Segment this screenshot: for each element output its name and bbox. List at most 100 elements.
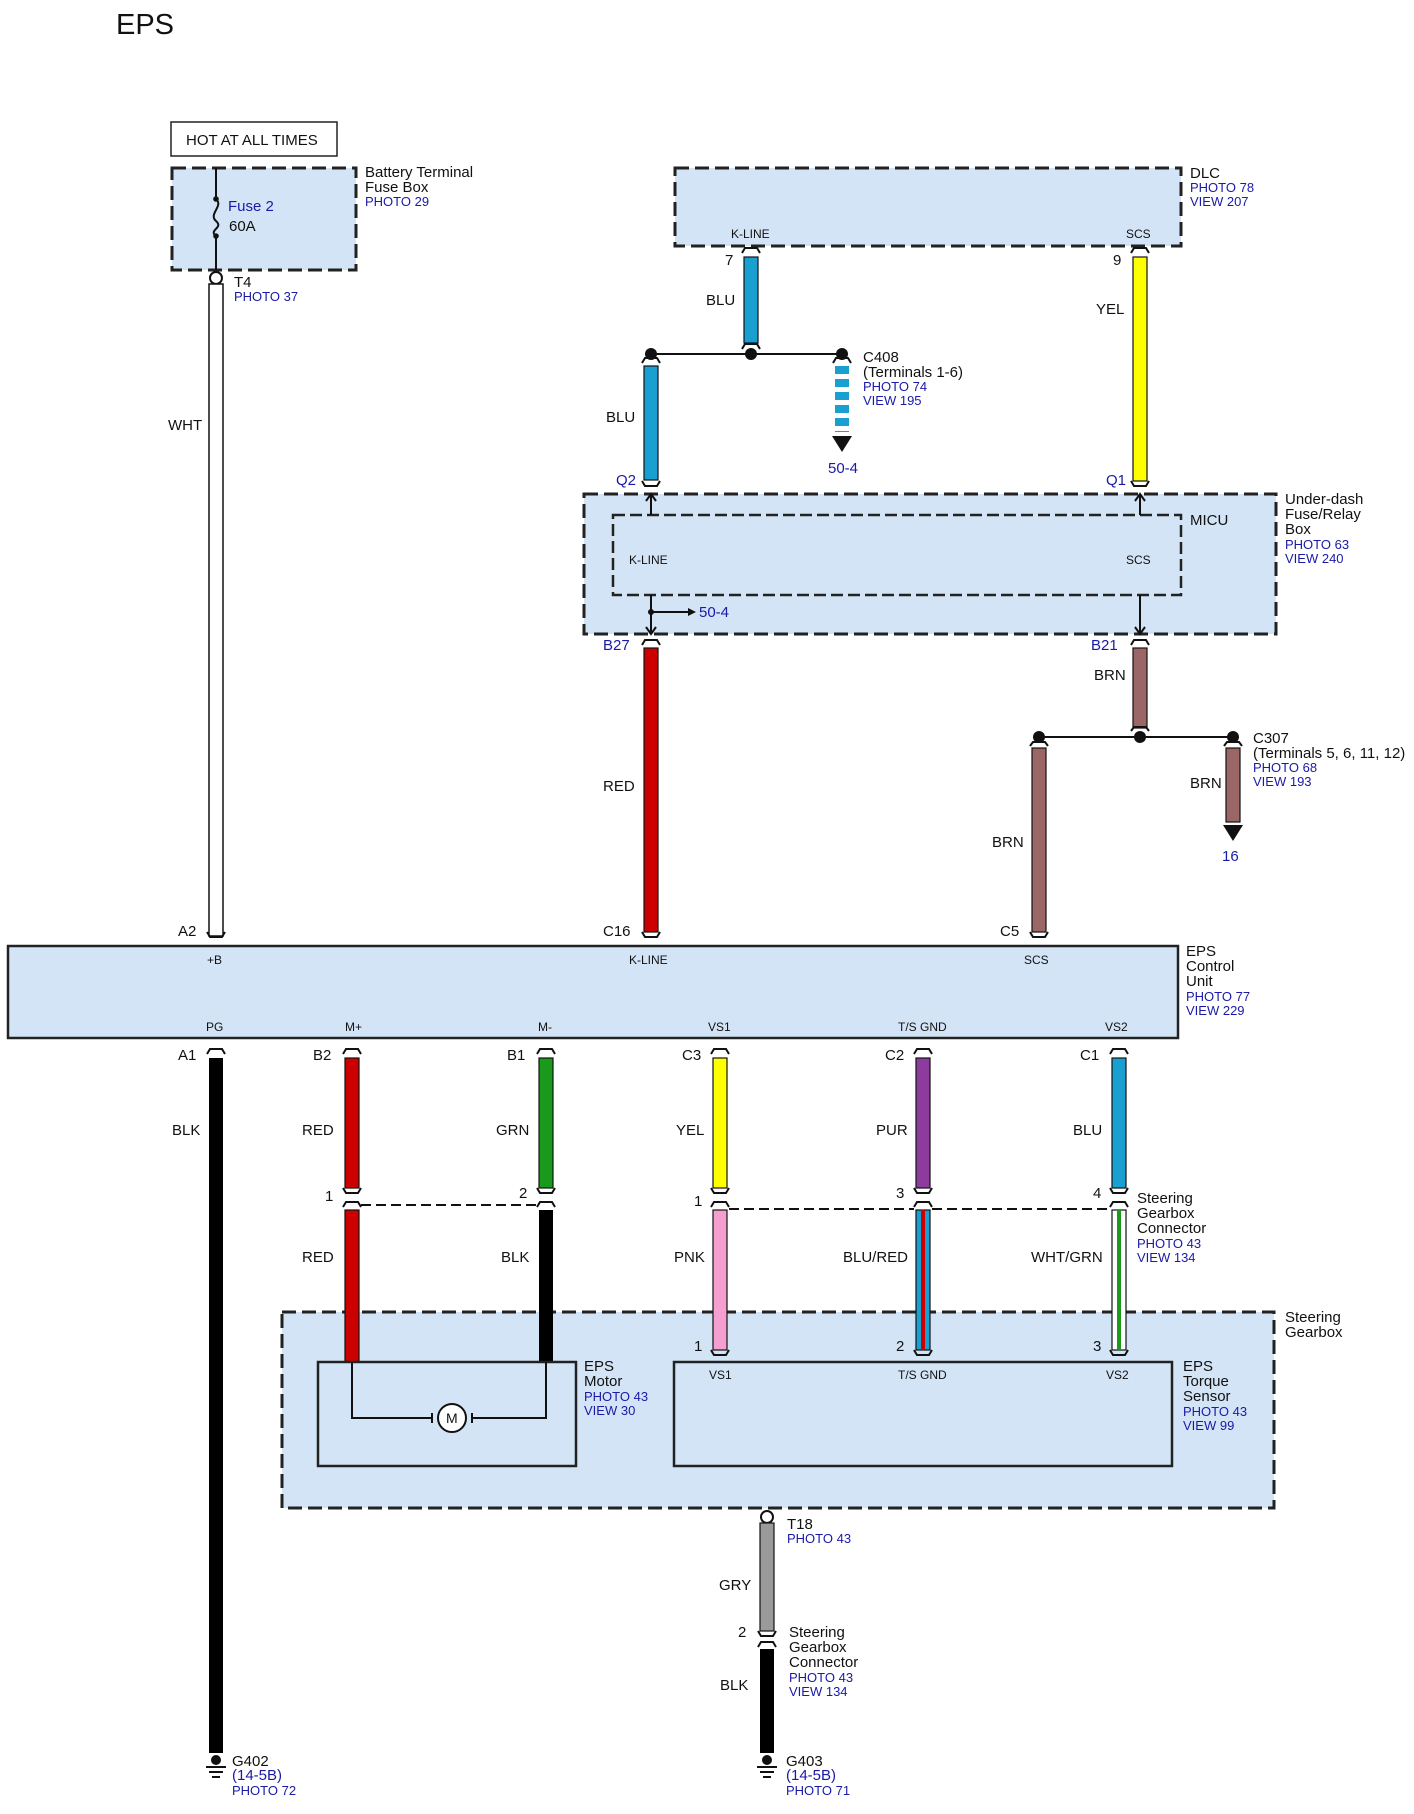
splice-dot (745, 348, 757, 360)
t18-label: T18 (787, 1516, 813, 1533)
c16-plug (641, 931, 661, 938)
dlc-pin9-socket (1130, 247, 1150, 254)
wire-red-motor (344, 1209, 360, 1363)
t18-terminal (760, 1510, 774, 1524)
c408-ref[interactable]: 50-4 (828, 460, 858, 477)
g403-photo[interactable]: PHOTO 71 (786, 1783, 850, 1798)
g402-ref[interactable]: (14-5B) (232, 1767, 282, 1784)
battery-fuse-box-photo[interactable]: PHOTO 29 (365, 194, 429, 209)
gearbox-conn-name-2: Gearbox (1137, 1205, 1195, 1222)
battery-fuse-box-name-1: Battery Terminal (365, 164, 473, 181)
eps-motor-photo[interactable]: PHOTO 43 (584, 1389, 648, 1404)
underdash-photo[interactable]: PHOTO 63 (1285, 537, 1349, 552)
c408-view[interactable]: VIEW 195 (863, 393, 922, 408)
arrow-down-icon (832, 436, 852, 452)
eps-control-unit (6, 944, 1180, 1040)
t18-photo[interactable]: PHOTO 43 (787, 1531, 851, 1546)
lower-conn-socket (757, 1641, 777, 1648)
pin-c3: C3 (682, 1047, 701, 1064)
arrow-right-icon (688, 608, 696, 616)
ground-icon (206, 1755, 226, 1778)
lower-conn-photo[interactable]: PHOTO 43 (789, 1670, 853, 1685)
wire-blu-vs2 (1111, 1057, 1127, 1189)
sensor-vs2-label: VS2 (1106, 1368, 1129, 1382)
wire-yel-vs1-label: YEL (676, 1122, 704, 1139)
wire-wht-grn-stripe (1117, 1210, 1121, 1350)
conn-socket (913, 1201, 933, 1208)
sensor-tsgnd-label: T/S GND (898, 1368, 947, 1382)
eps-pin-b-label: +B (207, 953, 222, 967)
c3-socket (710, 1048, 730, 1055)
underdash-view[interactable]: VIEW 240 (1285, 551, 1344, 566)
splice-socket (832, 357, 852, 364)
dlc-view[interactable]: VIEW 207 (1190, 194, 1249, 209)
wire-brn-c5 (1031, 747, 1047, 933)
eps-tsgnd-label: T/S GND (898, 1020, 947, 1034)
gearbox-conn-photo[interactable]: PHOTO 43 (1137, 1236, 1201, 1251)
splice-socket (641, 357, 661, 364)
wire-brn-b21-label: BRN (1094, 667, 1126, 684)
eps-motor-view[interactable]: VIEW 30 (584, 1403, 635, 1418)
eps-vs2-label: VS2 (1105, 1020, 1128, 1034)
wire-pur-tsgnd (915, 1057, 931, 1189)
eps-kline-label: K-LINE (629, 953, 668, 967)
wire-blu-vs2-label: BLU (1073, 1122, 1102, 1139)
pin-q1: Q1 (1106, 472, 1126, 489)
t4-photo[interactable]: PHOTO 37 (234, 289, 298, 304)
conn-plug (342, 1187, 362, 1194)
c307-photo[interactable]: PHOTO 68 (1253, 760, 1317, 775)
underdash-fuse-relay-box (582, 492, 1278, 636)
arrow-down-icon (645, 626, 657, 636)
q2-plug (641, 480, 661, 487)
eps-motor-name-2: Motor (584, 1373, 622, 1390)
gearbox-conn-name-3: Connector (1137, 1220, 1206, 1237)
micu-kline-label: K-LINE (629, 553, 668, 567)
dlc-kline-label: K-LINE (731, 227, 770, 241)
t4-label: T4 (234, 274, 252, 291)
a1-socket (206, 1048, 226, 1055)
c5-plug (1029, 931, 1049, 938)
hot-at-all-times-label: HOT AT ALL TIMES (186, 132, 318, 149)
conn-socket (1109, 1201, 1129, 1208)
wire-red-mplus (344, 1057, 360, 1189)
motor-lead-left (351, 1362, 432, 1419)
hot-at-all-times-box (170, 121, 338, 157)
wire-blu-red-stripe (921, 1210, 925, 1350)
torque-sensor-view[interactable]: VIEW 99 (1183, 1418, 1234, 1433)
underdash-name-1: Under-dash (1285, 491, 1363, 508)
wire-blu-dlc (743, 256, 759, 344)
eps-unit-name-1: EPS (1186, 943, 1216, 960)
eps-torque-sensor-box (672, 1360, 1174, 1468)
c408-photo[interactable]: PHOTO 74 (863, 379, 927, 394)
ground-icon (757, 1755, 777, 1778)
c307-view[interactable]: VIEW 193 (1253, 774, 1312, 789)
eps-unit-view[interactable]: VIEW 229 (1186, 1003, 1245, 1018)
eps-motor-name-1: EPS (584, 1358, 614, 1375)
wire-wht-label: WHT (168, 417, 202, 434)
torque-sensor-name-1: EPS (1183, 1358, 1213, 1375)
lower-conn-view[interactable]: VIEW 134 (789, 1684, 848, 1699)
dlc-connector (673, 166, 1183, 248)
pin-b2: B2 (313, 1047, 331, 1064)
wire-blu-red-label: BLU/RED (843, 1249, 908, 1266)
torque-sensor-photo[interactable]: PHOTO 43 (1183, 1404, 1247, 1419)
gearbox-conn-view[interactable]: VIEW 134 (1137, 1250, 1196, 1265)
wire-yel-dlc (1132, 256, 1148, 482)
fuse-name[interactable]: Fuse 2 (228, 198, 274, 215)
conn-plug (710, 1187, 730, 1194)
b21-socket (1130, 639, 1150, 646)
eps-unit-photo[interactable]: PHOTO 77 (1186, 989, 1250, 1004)
splice-socket (1029, 741, 1049, 747)
dlc-photo[interactable]: PHOTO 78 (1190, 180, 1254, 195)
g403-ref[interactable]: (14-5B) (786, 1767, 836, 1784)
lower-conn-plug (757, 1630, 777, 1637)
eps-motor-box (316, 1360, 578, 1468)
g402-photo[interactable]: PHOTO 72 (232, 1783, 296, 1798)
underdash-name-3: Box (1285, 521, 1311, 538)
micu-scs-label: SCS (1126, 553, 1151, 567)
c307-ref[interactable]: 16 (1222, 848, 1239, 865)
micu-ref[interactable]: 50-4 (699, 604, 729, 621)
dlc-scs-label: SCS (1126, 227, 1151, 241)
wire-red-motor-label: RED (302, 1249, 334, 1266)
conn-plug (536, 1187, 556, 1194)
